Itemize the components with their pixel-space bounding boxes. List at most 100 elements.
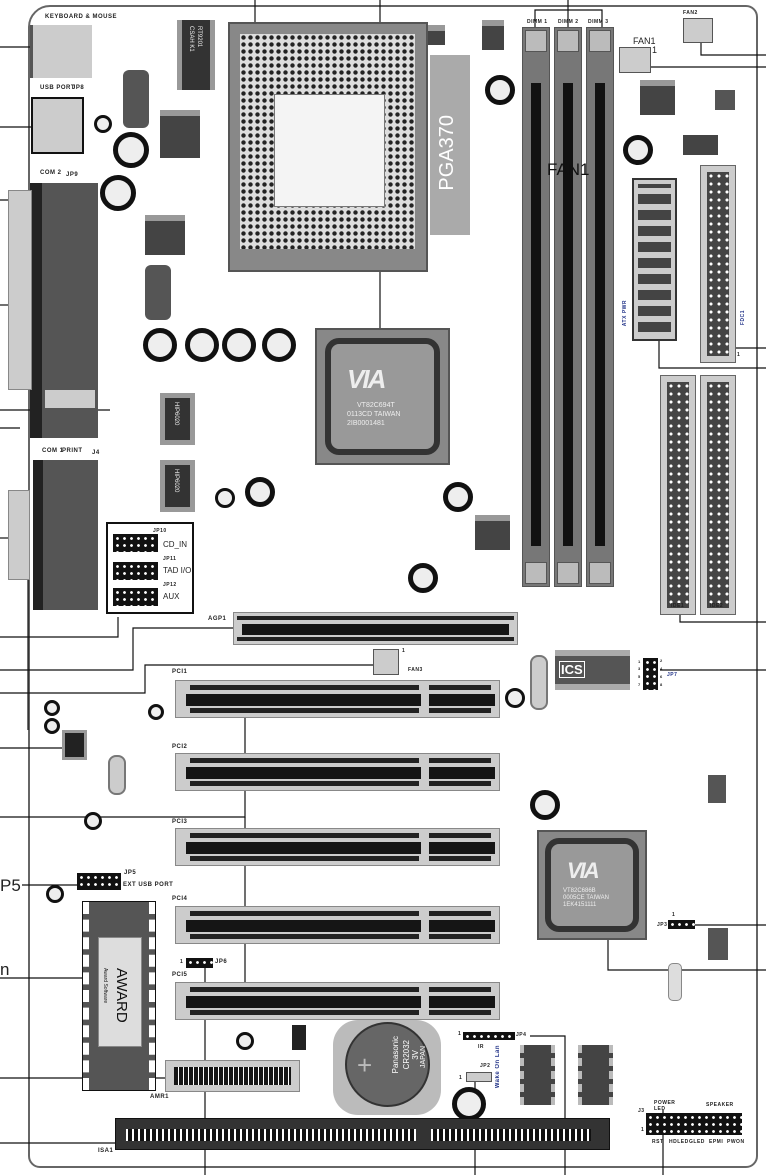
- pci-slot-3[interactable]: [175, 828, 500, 866]
- jp2-pin1: 1: [459, 1075, 463, 1081]
- cd-in-label: CD_IN: [163, 540, 188, 549]
- fan3-header: [373, 649, 399, 675]
- capacitor: [443, 482, 473, 512]
- isa-slot[interactable]: [115, 1118, 610, 1150]
- fan1-pin1: 1: [652, 45, 658, 55]
- leader-fan3: [0, 664, 385, 694]
- battery-plus-icon: +: [357, 1050, 373, 1080]
- board-detail: [429, 833, 491, 838]
- mosfet: [482, 20, 504, 50]
- board-detail: [186, 920, 421, 932]
- front-panel-header[interactable]: [646, 1113, 742, 1135]
- board-detail: [589, 562, 611, 584]
- front-panel-header-label: J3: [638, 1108, 645, 1114]
- bios-brand: AWARD: [113, 968, 130, 1023]
- sb-line2: 0005CE TAIWAN: [563, 895, 609, 901]
- small-ic: [292, 1025, 306, 1050]
- keyboard-mouse-connector: [30, 25, 92, 78]
- jp7-pin-1: 1: [638, 659, 641, 664]
- capacitor: [143, 328, 177, 362]
- agp-slot[interactable]: [233, 612, 518, 645]
- capacitor: [100, 175, 136, 211]
- dimm-slot-1[interactable]: [522, 27, 550, 587]
- pci-slot-5[interactable]: [175, 982, 500, 1020]
- north-bridge-chip: VIA VT82C694T 0113CD TAIWAN 2IB0001481: [315, 328, 450, 465]
- jp4-header[interactable]: [463, 1032, 515, 1040]
- fdc-connector: [700, 165, 736, 363]
- board-detail: [707, 382, 729, 608]
- bios-sub: Award Software: [102, 968, 108, 1004]
- atx-power-label: ATX PWR: [622, 300, 628, 327]
- board-detail: [563, 83, 573, 546]
- jp7-pin-2: 2: [660, 658, 663, 663]
- capacitor: [485, 75, 515, 105]
- dimm-slot-2[interactable]: [554, 27, 582, 587]
- jp7-pin-8: 8: [660, 682, 663, 687]
- jp7-label: JP7: [667, 672, 678, 678]
- board-detail: [237, 616, 514, 620]
- jp7-pin-5: 5: [638, 674, 641, 679]
- crystal: [668, 963, 682, 1001]
- board-detail: [190, 1010, 419, 1015]
- aux-label: AUX: [163, 592, 180, 601]
- capacitor: [236, 1032, 254, 1050]
- pci4-label: PCI4: [172, 896, 188, 902]
- board-detail: [190, 987, 419, 992]
- pci-slot-1[interactable]: [175, 680, 500, 718]
- jp3-header[interactable]: [668, 920, 695, 929]
- chip-small: [683, 135, 718, 155]
- motherboard-outline: [28, 5, 758, 1168]
- capacitor: [185, 328, 219, 362]
- com1-connector: [33, 460, 98, 610]
- jp6-header[interactable]: [186, 958, 213, 968]
- io-chip: [520, 1045, 555, 1105]
- keyboard-mouse-label: KEYBOARD & MOUSE: [45, 14, 118, 20]
- regulator-chip-line1: RT9201: [196, 26, 202, 48]
- battery-line3: 3V: [411, 1050, 420, 1060]
- board-detail: [557, 30, 579, 52]
- hip-chip-label: HIP6020: [173, 402, 179, 426]
- ir-label: IR: [478, 1044, 484, 1050]
- battery-line1: Panasonic: [391, 1036, 400, 1074]
- board-detail: [429, 987, 491, 992]
- battery-cell: + Panasonic CR2032 3V JAPAN: [345, 1022, 430, 1107]
- leader-ide: [679, 615, 766, 623]
- fan1-overlay-label: FAN1: [547, 160, 590, 179]
- small-ic: [708, 775, 726, 803]
- speaker-label: SPEAKER: [706, 1102, 734, 1108]
- board-detail: [429, 694, 495, 706]
- pci-slot-2[interactable]: [175, 753, 500, 791]
- jp6-pin1: 1: [180, 959, 184, 965]
- mosfet: [160, 110, 200, 158]
- epmi-label: EPMI: [709, 1139, 724, 1145]
- gled-label: GLED: [689, 1139, 705, 1145]
- dimm-slot-3[interactable]: [586, 27, 614, 587]
- board-detail: [190, 758, 419, 763]
- jp11-label: JP11: [163, 556, 177, 562]
- amr-label: AMR1: [150, 1094, 170, 1100]
- board-detail: [190, 833, 419, 838]
- serial-connector: [8, 490, 30, 580]
- via-logo: VIA: [347, 364, 386, 394]
- jp5-header[interactable]: [77, 873, 121, 890]
- small-ic: [708, 928, 728, 960]
- isa-label: ISA1: [98, 1148, 114, 1154]
- ide1-connector: [660, 375, 696, 615]
- capacitor: [222, 328, 256, 362]
- regulator-chip-line2: CSAH K1: [188, 26, 194, 52]
- amr-slot[interactable]: [165, 1060, 300, 1092]
- board-detail: [190, 856, 419, 861]
- io-chip: [578, 1045, 613, 1105]
- jp7-header[interactable]: [643, 658, 658, 690]
- leader-atx: [658, 330, 766, 369]
- jp2-header[interactable]: [466, 1072, 492, 1082]
- audio-connectors-box: JP10 CD_IN JP11 TAD I/O JP12 AUX: [106, 522, 194, 614]
- dimm1-label: DIMM 1: [527, 19, 548, 25]
- board-detail: [186, 996, 421, 1008]
- south-bridge-chip: VIA VT82C686B 0005CE TAIWAN 1EK4151111: [537, 830, 647, 940]
- crystal: [108, 755, 126, 795]
- jp5-desc: EXT USB PORT: [123, 882, 174, 888]
- board-detail: [431, 1129, 591, 1141]
- mosfet: [145, 215, 185, 255]
- pci-slot-4[interactable]: [175, 906, 500, 944]
